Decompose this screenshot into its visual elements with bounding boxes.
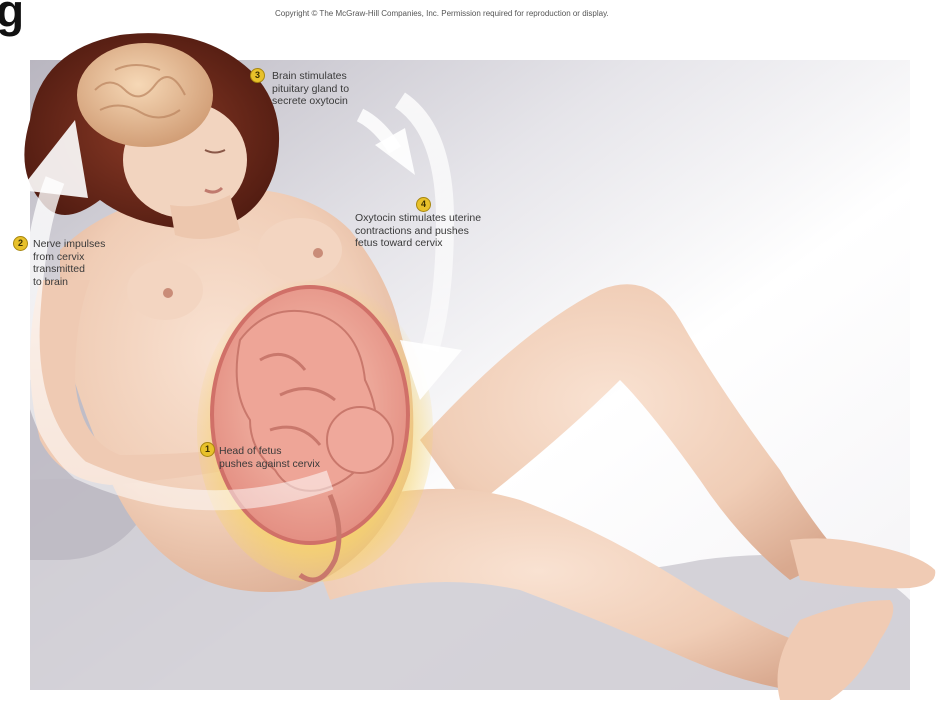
step-4-badge: 4: [416, 197, 431, 212]
step-3-badge: 3: [250, 68, 265, 83]
step-1-badge: 1: [200, 442, 215, 457]
upper-foot: [790, 538, 935, 588]
step-2-badge: 2: [13, 236, 28, 251]
nipple-right: [163, 288, 173, 298]
step-2-label: Nerve impulses from cervix transmitted t…: [33, 238, 105, 288]
nipple-left: [313, 248, 323, 258]
step-1-label: Head of fetus pushes against cervix: [219, 445, 320, 470]
breast-left: [258, 218, 342, 282]
step-3-label: Brain stimulates pituitary gland to secr…: [272, 70, 349, 108]
fetus-head: [327, 407, 393, 473]
step-4-label: Oxytocin stimulates uterine contractions…: [355, 212, 481, 250]
